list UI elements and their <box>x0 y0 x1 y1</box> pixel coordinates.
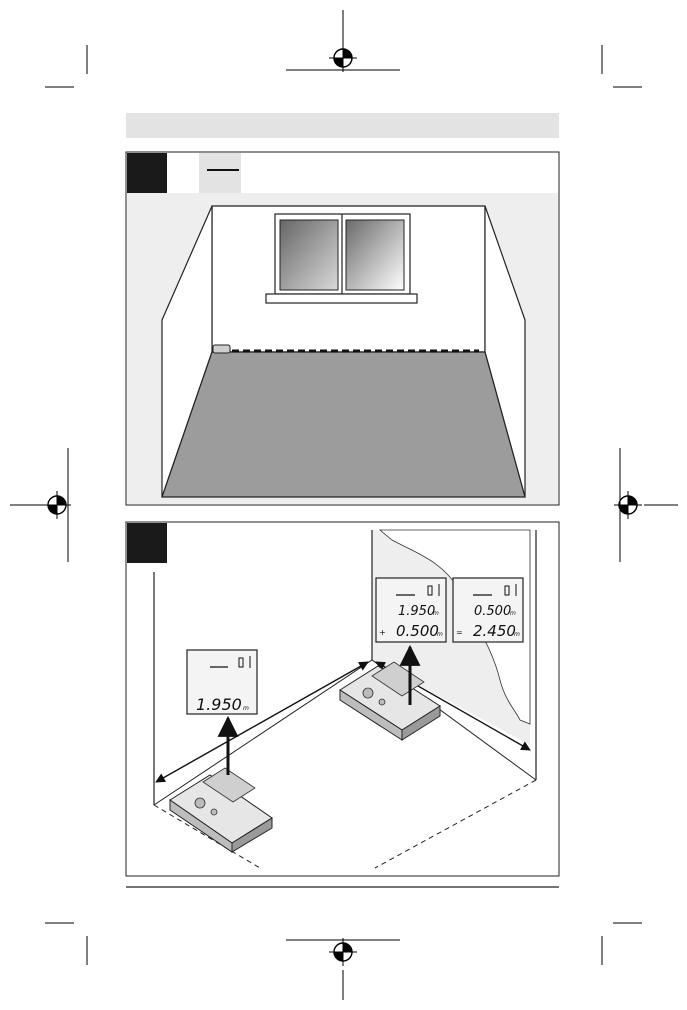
display-double-a: 1.950 m + 0.500 m <box>376 578 446 642</box>
figure-room <box>126 152 559 505</box>
display-bottom-unit: m <box>437 631 443 638</box>
display-operator: = <box>456 628 463 637</box>
registration-mark-icon <box>329 44 357 72</box>
display-single: 1.950 m <box>187 650 257 714</box>
display-bottom-value: 0.500 <box>396 622 439 640</box>
display-bottom-unit: m <box>514 631 520 638</box>
laser-rangefinder-icon <box>213 345 230 353</box>
display-top-value: 0.500 <box>474 604 511 619</box>
window <box>266 214 417 303</box>
figure-badge <box>127 153 167 193</box>
display-value: 1.950 <box>196 695 242 714</box>
display-unit: m <box>243 705 249 712</box>
registration-mark-icon <box>614 491 642 519</box>
registration-mark-icon <box>329 938 357 966</box>
figure-addition: 1.950 m 1.950 m + 0.500 m 0.500 m = 2.45… <box>126 522 559 876</box>
room-floor <box>162 352 525 497</box>
figure-badge <box>127 523 167 563</box>
display-operator: + <box>379 628 386 637</box>
display-top-unit: m <box>510 610 516 617</box>
display-top-unit: m <box>433 610 439 617</box>
display-bottom-value: 2.450 <box>473 622 516 640</box>
registration-mark-icon <box>43 491 71 519</box>
display-top-value: 1.950 <box>398 604 435 619</box>
length-mode-icon <box>199 153 241 193</box>
header-band <box>126 113 559 138</box>
display-double-b: 0.500 m = 2.450 m <box>453 578 523 642</box>
